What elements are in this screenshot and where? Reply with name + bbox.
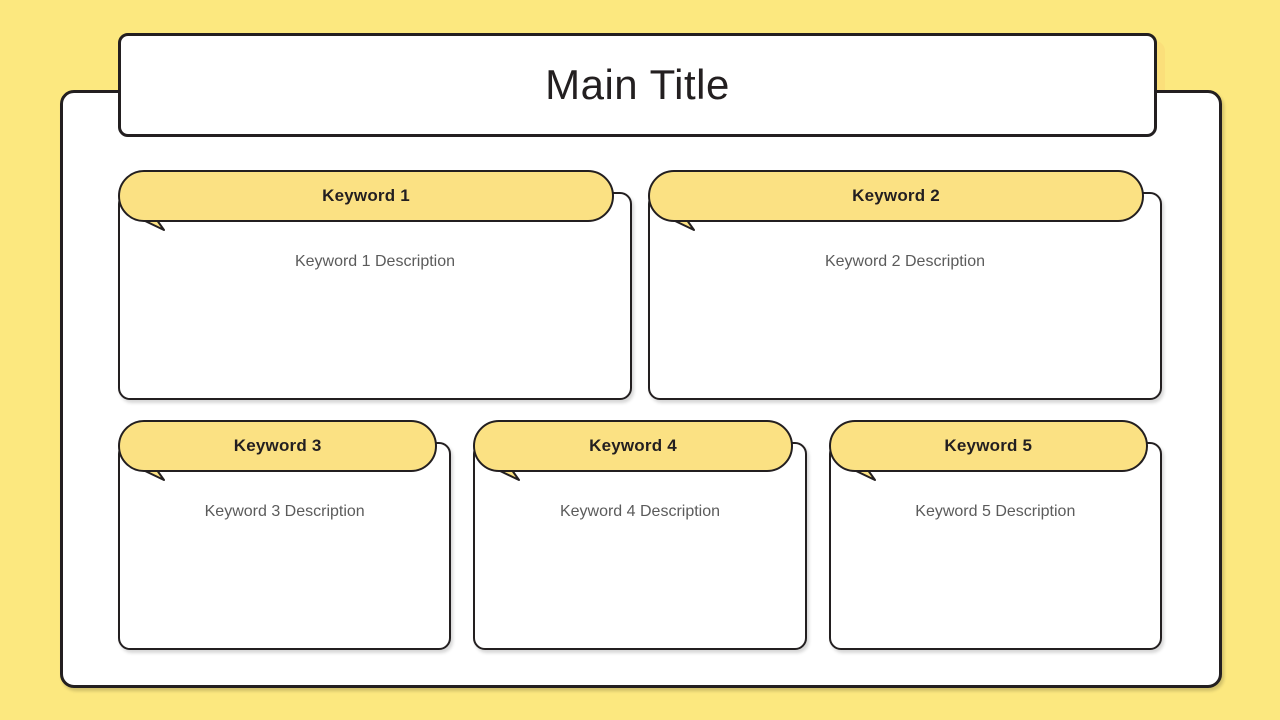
title-banner: Main Title bbox=[118, 33, 1157, 137]
keyword-card-5-header: Keyword 5 bbox=[828, 420, 1148, 472]
keyword-card-1-body: Keyword 1 Description bbox=[118, 192, 632, 400]
keyword-card-3-description: Keyword 3 Description bbox=[204, 503, 365, 520]
keyword-card-5-body: Keyword 5 Description bbox=[828, 442, 1162, 650]
keyword-card-2[interactable]: Keyword 2 Description Keyword 2 bbox=[648, 170, 1162, 400]
keyword-row-top: Keyword 1 Description Keyword 1 Keyword … bbox=[118, 170, 1162, 400]
keyword-row-bottom: Keyword 3 Description Keyword 3 Keyword … bbox=[118, 420, 1162, 650]
keyword-card-1-label: Keyword 1 bbox=[322, 186, 410, 205]
keyword-card-2-header: Keyword 2 bbox=[648, 170, 1144, 222]
keyword-card-5-label: Keyword 5 bbox=[944, 436, 1033, 455]
keyword-card-3-bubble: Keyword 3 bbox=[118, 420, 438, 481]
keyword-card-3-label: Keyword 3 bbox=[233, 436, 322, 455]
keyword-card-5[interactable]: Keyword 5 Description Keyword 5 bbox=[828, 420, 1162, 650]
page-title: Main Title bbox=[545, 61, 730, 108]
keyword-card-1-description: Keyword 1 Description bbox=[294, 253, 456, 270]
keyword-card-4-description: Keyword 4 Description bbox=[559, 503, 721, 520]
keyword-card-2-bubble: Keyword 2 bbox=[648, 170, 1144, 231]
keyword-card-1-header: Keyword 1 bbox=[118, 170, 614, 222]
keyword-card-2-body: Keyword 2 Description bbox=[648, 192, 1162, 400]
content-area: Keyword 1 Description Keyword 1 Keyword … bbox=[118, 170, 1162, 650]
keyword-card-1-bubble: Keyword 1 bbox=[118, 170, 614, 231]
keyword-card-4-label: Keyword 4 bbox=[589, 436, 677, 455]
keyword-card-5-description: Keyword 5 Description bbox=[915, 503, 1076, 520]
keyword-card-3-body: Keyword 3 Description bbox=[118, 442, 452, 650]
keyword-card-4-body: Keyword 4 Description bbox=[473, 442, 807, 650]
column-gap bbox=[632, 170, 648, 400]
keyword-card-4-header: Keyword 4 bbox=[473, 420, 793, 472]
column-gap bbox=[807, 420, 829, 650]
keyword-card-4-bubble: Keyword 4 bbox=[473, 420, 793, 481]
keyword-card-3[interactable]: Keyword 3 Description Keyword 3 bbox=[118, 420, 452, 650]
keyword-card-5-bubble: Keyword 5 bbox=[828, 420, 1148, 481]
keyword-card-4[interactable]: Keyword 4 Description Keyword 4 bbox=[473, 420, 807, 650]
keyword-card-2-description: Keyword 2 Description bbox=[824, 253, 986, 270]
keyword-card-3-header: Keyword 3 bbox=[118, 420, 438, 472]
column-gap bbox=[451, 420, 473, 650]
keyword-card-1[interactable]: Keyword 1 Description Keyword 1 bbox=[118, 170, 632, 400]
keyword-card-2-label: Keyword 2 bbox=[852, 186, 940, 205]
